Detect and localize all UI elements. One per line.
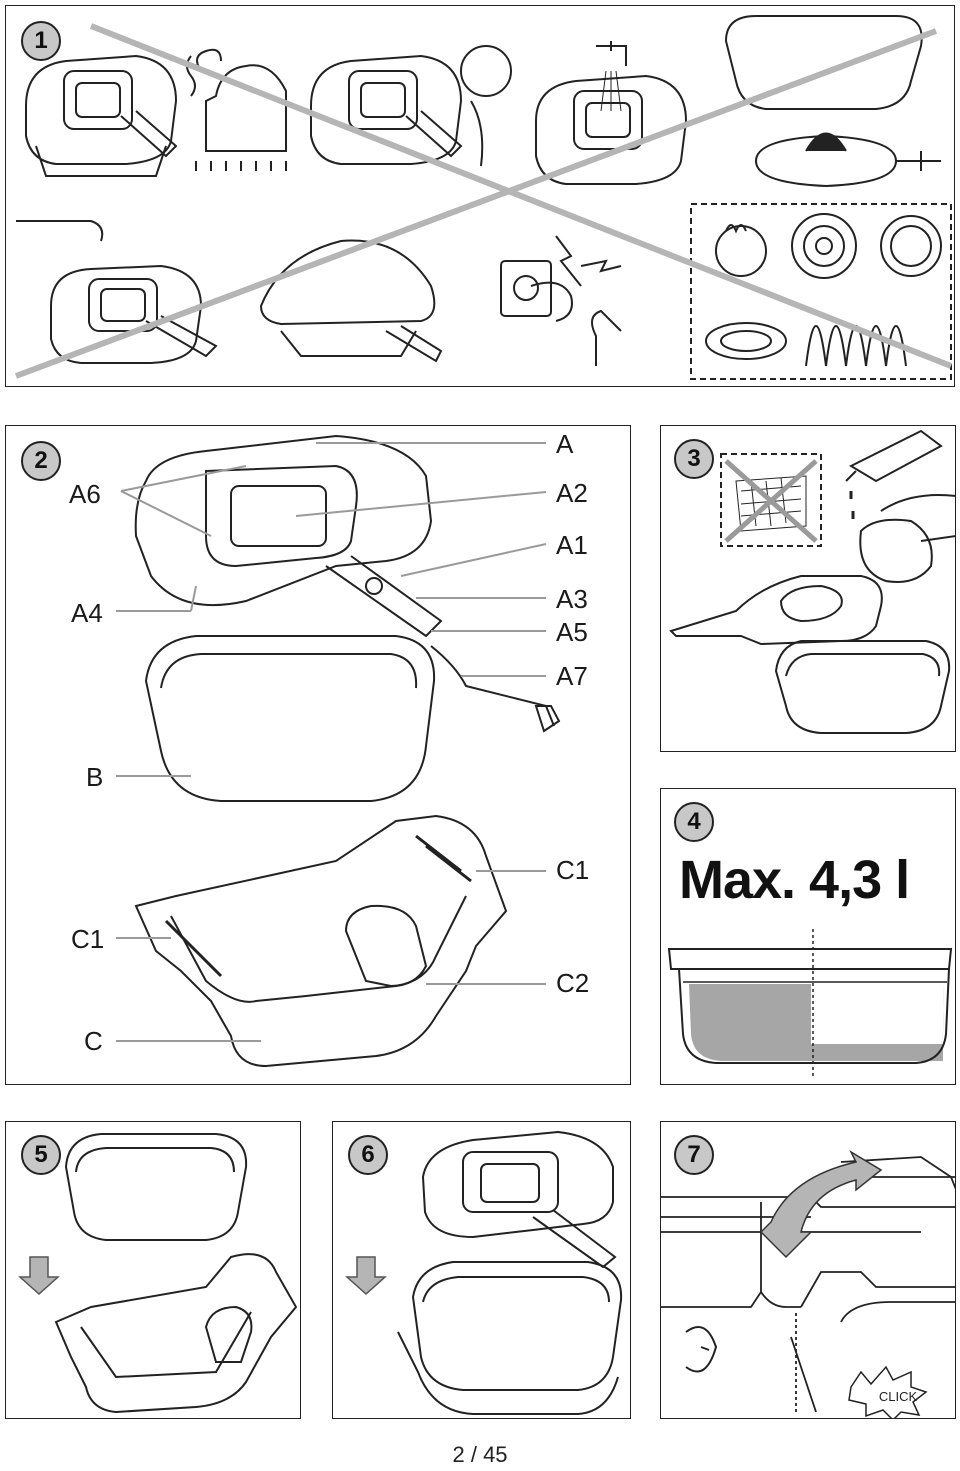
eye-icon	[685, 1326, 718, 1373]
bowl-to-insert	[64, 1133, 248, 1241]
page-number: 2 / 45	[0, 1442, 960, 1468]
kettle-steam-icon	[195, 48, 287, 171]
pan-empty-heating	[25, 54, 196, 177]
step-badge-3: 3	[674, 439, 714, 479]
pan-steam-hands	[16, 220, 218, 364]
panel-6-place-lid: 6	[332, 1121, 631, 1419]
click-burst-icon: CLICK	[848, 1365, 928, 1418]
electric-coil-icon	[791, 213, 857, 279]
pan-child	[310, 45, 512, 167]
leader-lines	[116, 442, 547, 1042]
down-arrow-icon	[18, 1256, 60, 1296]
bowl-fill-level	[667, 929, 953, 1076]
step-badge-1: 1	[21, 21, 61, 61]
panel-3-cleaning: 3	[660, 425, 956, 752]
label-A1: A1	[556, 530, 588, 560]
panel-1-warnings: 1	[5, 5, 955, 387]
panel-3-illustration	[669, 429, 955, 734]
detergent-bottle-icon	[845, 429, 943, 483]
hob-types-box	[690, 203, 952, 380]
curved-arrow-icon	[759, 1150, 883, 1259]
panel-6-illustration	[345, 1130, 623, 1415]
step-badge-6: 6	[348, 1135, 388, 1175]
label-B: B	[86, 762, 104, 792]
prohibited-cross	[14, 23, 953, 379]
panel-1-illustration	[14, 15, 953, 380]
bowl-washed	[774, 640, 951, 734]
click-label: CLICK	[879, 1389, 918, 1404]
label-C2: C2	[556, 968, 590, 998]
panel-4-illustration	[667, 929, 953, 1076]
step-badge-2: 2	[21, 441, 61, 481]
panel-4-capacity: 4 Max. 4,3 l	[660, 788, 956, 1085]
page-total: 45	[483, 1442, 508, 1467]
label-A7: A7	[556, 661, 588, 691]
label-A3: A3	[556, 584, 588, 614]
hotplate-icon	[705, 322, 787, 360]
lid-washed	[669, 575, 883, 646]
step-badge-4: 4	[674, 802, 714, 842]
hand-icon	[880, 494, 955, 542]
panel-7-illustration: CLICK	[661, 1150, 955, 1418]
label-C1-left: C1	[71, 924, 105, 954]
base-receiving	[54, 1253, 298, 1414]
scouring-pad-box	[720, 453, 822, 547]
bowl-B	[144, 635, 436, 802]
step-badge-5: 5	[21, 1135, 61, 1175]
bowl-on-gas-burner	[724, 15, 941, 188]
panel-2-parts: 2 A A2 A1 A3 A5 A7 A6 A4 B C1 C1 C2 C	[5, 425, 631, 1085]
wet-plug-socket	[500, 235, 622, 366]
lid-to-place	[421, 1130, 614, 1239]
down-arrow-icon	[345, 1256, 387, 1296]
panel-5-insert-bowl: 5	[5, 1121, 301, 1419]
pan-covered-cloth	[259, 239, 443, 363]
page-current: 2	[452, 1442, 465, 1467]
base-C	[134, 814, 508, 1068]
bowl-in-base	[411, 1261, 623, 1391]
max-capacity-text: Max. 4,3 l	[679, 850, 910, 910]
label-C1-right: C1	[556, 855, 590, 885]
label-A6: A6	[69, 479, 101, 509]
no-scouring-cross	[724, 459, 818, 543]
induction-coil-icon	[805, 325, 907, 367]
pan-under-tap	[535, 41, 688, 185]
panel-5-illustration	[18, 1133, 298, 1414]
label-A5: A5	[556, 617, 588, 647]
step-badge-7: 7	[674, 1135, 714, 1175]
ceramic-hob-icon	[880, 215, 942, 277]
label-A2: A2	[556, 478, 588, 508]
label-A4: A4	[71, 598, 103, 628]
label-C: C	[84, 1026, 103, 1056]
panel-7-click-lock: CLICK 7	[660, 1121, 956, 1419]
lid-A	[134, 434, 561, 733]
sponge-icon	[859, 518, 933, 583]
gas-hob-icon	[715, 224, 767, 277]
page-separator: /	[470, 1442, 477, 1467]
label-A: A	[556, 429, 574, 459]
panel-2-illustration	[116, 434, 561, 1068]
